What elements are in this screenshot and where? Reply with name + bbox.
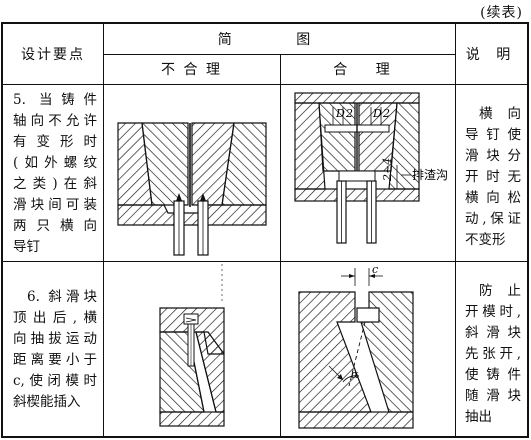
- row2-req-line: 6. 斜滑块: [27, 289, 97, 305]
- header-note: 说 明: [465, 47, 517, 63]
- row1-req-line: 之类)在斜: [13, 176, 97, 192]
- row2-note-line: 先张开,: [465, 346, 521, 362]
- row2-req-line: 顶出后,横: [13, 310, 97, 326]
- row1-req-line: 滑块间可装: [13, 197, 97, 213]
- row1-note-line: 横向: [479, 106, 521, 122]
- c-label: c: [372, 263, 378, 276]
- alpha-label: α: [351, 368, 359, 381]
- row1-good-sketch: D 2 D 2 2~4 排渣沟: [281, 85, 455, 261]
- continued-label: (续表): [480, 5, 523, 21]
- svg-text:D: D: [335, 107, 345, 120]
- svg-text:2: 2: [345, 107, 353, 120]
- row2-req-line: c,使闭模时: [13, 373, 97, 389]
- row1-req-line: 两只横向: [13, 218, 97, 234]
- row1-note: 横向 导钉使 滑块分 开时无 横向松 动,保证 不变形: [455, 84, 527, 261]
- svg-text:D: D: [372, 107, 382, 120]
- row2-req-line: 斜楔能插入: [13, 394, 81, 410]
- row1-req-line: (如外螺纹: [13, 155, 97, 171]
- row2-bad-sketch: [104, 262, 280, 436]
- row1-note-line: 动,保证: [465, 211, 521, 227]
- row1-note-line: 开时无: [465, 169, 521, 185]
- header-design-points: 设计要点: [21, 47, 85, 63]
- col-divider-2: [280, 54, 281, 436]
- row1-note-line: 导钉使: [465, 127, 521, 143]
- row2-requirement: 6. 斜滑块 顶出后,横 向抽拔运动 距离要小于 c,使闭模时 斜楔能插入: [3, 261, 103, 436]
- row1-req-line: 5. 当铸件: [13, 92, 97, 108]
- row1-req-line: 有变形时: [13, 134, 97, 150]
- row2-good-sketch: c α: [281, 262, 455, 436]
- row1-bad-sketch: [104, 85, 280, 261]
- row1-note-line: 不变形: [465, 232, 506, 248]
- svg-text:2: 2: [382, 107, 390, 120]
- row2-note-line: 开模时,: [465, 304, 521, 320]
- design-table: 设计要点 简 图 不 合 理 合 理 说 明 5. 当铸件 轴向不允许 有变形时…: [1, 22, 529, 438]
- row2-note: 防止 开模时, 斜滑块 先张开, 使铸件 随滑块 抽出: [455, 261, 527, 436]
- row2-req-line: 距离要小于: [13, 352, 97, 368]
- header-good: 合 理: [333, 62, 402, 78]
- row-divider: [3, 261, 527, 262]
- row1-note-line: 横向松: [465, 190, 521, 206]
- col-divider-1: [103, 24, 104, 436]
- col-divider-3: [455, 24, 456, 436]
- header-bad: 不 合 理: [161, 62, 222, 78]
- row2-req-line: 向抽拔运动: [13, 331, 97, 347]
- header-subdivider: [103, 54, 455, 55]
- row2-note-line: 防止: [479, 283, 521, 299]
- row1-note-line: 滑块分: [465, 148, 521, 164]
- row1-req-line: 轴向不允许: [13, 113, 97, 129]
- slag-groove-label: 排渣沟: [412, 168, 448, 182]
- svg-text:2~4: 2~4: [381, 158, 394, 182]
- row2-note-line: 抽出: [465, 409, 492, 425]
- header-sketch: 简 图: [217, 32, 341, 48]
- row1-requirement: 5. 当铸件 轴向不允许 有变形时 (如外螺纹 之类)在斜 滑块间可装 两只横向…: [3, 84, 103, 261]
- row2-note-line: 随滑块: [465, 388, 521, 404]
- row1-req-line: 导钉: [13, 239, 40, 255]
- row2-note-line: 斜滑块: [465, 325, 521, 341]
- header-bottom: [3, 84, 527, 85]
- row2-note-line: 使铸件: [465, 367, 521, 383]
